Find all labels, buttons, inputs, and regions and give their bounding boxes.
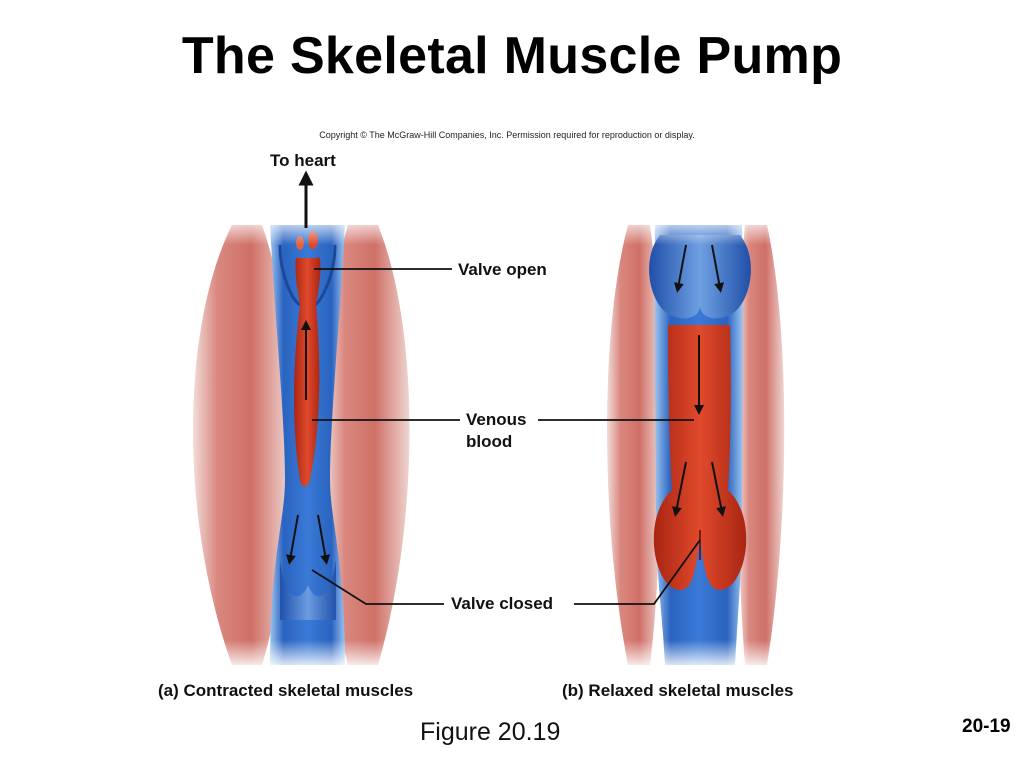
panel-a-down-arrow-right — [317, 514, 331, 565]
copyright-notice: Copyright © The McGraw-Hill Companies, I… — [319, 130, 695, 140]
panel-b-top-arrow-right — [711, 244, 725, 293]
panel-b-upper-valve — [649, 235, 751, 319]
valve-open-label: Valve open — [458, 260, 547, 279]
panel-a-left-muscle — [193, 225, 291, 665]
valve-closed-leader-a — [311, 569, 444, 605]
valve-closed-leader-b — [574, 539, 701, 605]
to-heart-label: To heart — [270, 151, 336, 170]
panel-a-lower-valve — [280, 560, 336, 620]
page-title: The Skeletal Muscle Pump — [181, 27, 843, 85]
figure-caption: Figure 20.19 — [420, 718, 561, 746]
panel-b-lower-arrow-right — [711, 461, 726, 517]
venous-blood-label-line1: Venous — [466, 410, 527, 429]
panel-a-upper-valve — [278, 244, 337, 307]
valve-closed-label: Valve closed — [451, 594, 554, 613]
panel-b-caption: (b) Relaxed skeletal muscles — [562, 681, 794, 700]
panel-a-contracted — [170, 170, 420, 670]
panel-b-left-muscle — [607, 225, 662, 665]
venous-blood-label: Venous blood — [466, 409, 526, 453]
panel-b-right-muscle — [737, 225, 785, 665]
page-number: 20-19 — [962, 716, 1011, 737]
panel-b-blood — [653, 325, 747, 590]
panel-a-down-arrow-left — [285, 514, 299, 565]
venous-blood-label-line2: blood — [466, 432, 513, 451]
panel-b-top-arrow-left — [673, 244, 687, 293]
panel-a-blood — [294, 256, 321, 487]
panel-b-relaxed — [590, 215, 800, 670]
panel-a-caption: (a) Contracted skeletal muscles — [158, 681, 414, 700]
panel-b-lower-arrow-left — [672, 461, 687, 517]
panel-a-right-muscle — [323, 225, 410, 665]
